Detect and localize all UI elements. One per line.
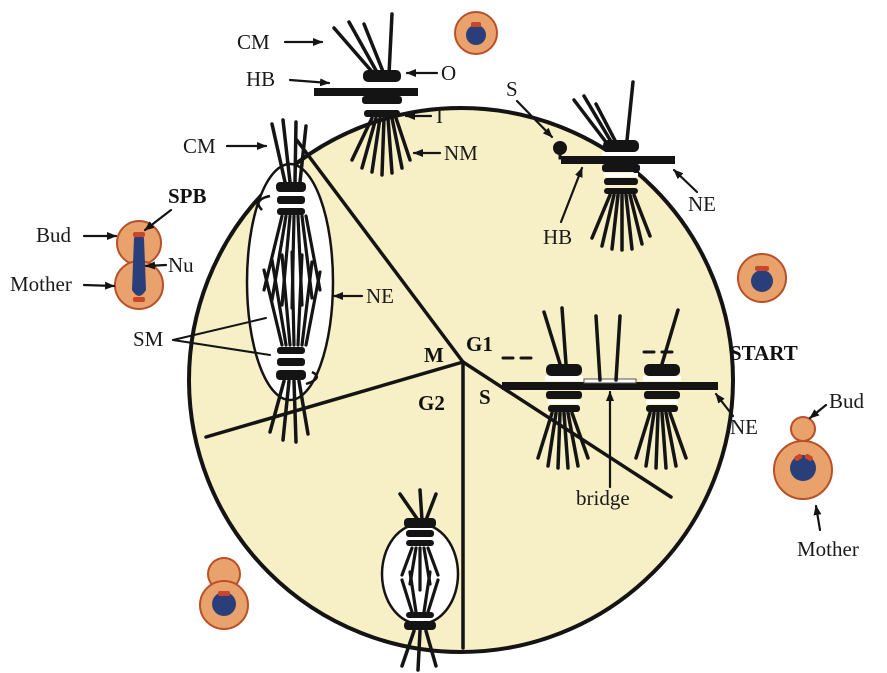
yeast-cell-icon-right bbox=[738, 254, 786, 302]
phase-label-g2: G2 bbox=[418, 391, 445, 415]
label-mother-left: Mother bbox=[10, 272, 72, 296]
label-nu: Nu bbox=[168, 253, 194, 277]
label-ne-right: NE bbox=[730, 415, 758, 439]
label-spb: SPB bbox=[168, 184, 207, 208]
phase-label-g1: G1 bbox=[466, 332, 493, 356]
phase-label-s: S bbox=[479, 385, 491, 409]
label-nm: NM bbox=[444, 141, 478, 165]
label-ne-top: NE bbox=[688, 192, 716, 216]
label-cm-top: CM bbox=[237, 30, 270, 54]
label-bridge: bridge bbox=[576, 486, 630, 510]
label-bud-left: Bud bbox=[36, 223, 72, 247]
label-i: I bbox=[436, 104, 443, 128]
label-o: O bbox=[441, 61, 456, 85]
yeast-cell-icon-top bbox=[455, 12, 497, 54]
label-bud-right: Bud bbox=[829, 389, 865, 413]
label-s-top: S bbox=[506, 77, 518, 101]
label-ne-left: NE bbox=[366, 284, 394, 308]
yeast-cell-right-labelled bbox=[774, 417, 832, 499]
label-start: START bbox=[730, 341, 798, 365]
label-hb-top: HB bbox=[246, 67, 275, 91]
yeast-cell-icon-bottom-left bbox=[200, 558, 248, 629]
label-hb-mid: HB bbox=[543, 225, 572, 249]
label-cm-left: CM bbox=[183, 134, 216, 158]
label-mother-right: Mother bbox=[797, 537, 859, 561]
phase-label-m: M bbox=[424, 343, 444, 367]
label-sm: SM bbox=[133, 327, 164, 351]
